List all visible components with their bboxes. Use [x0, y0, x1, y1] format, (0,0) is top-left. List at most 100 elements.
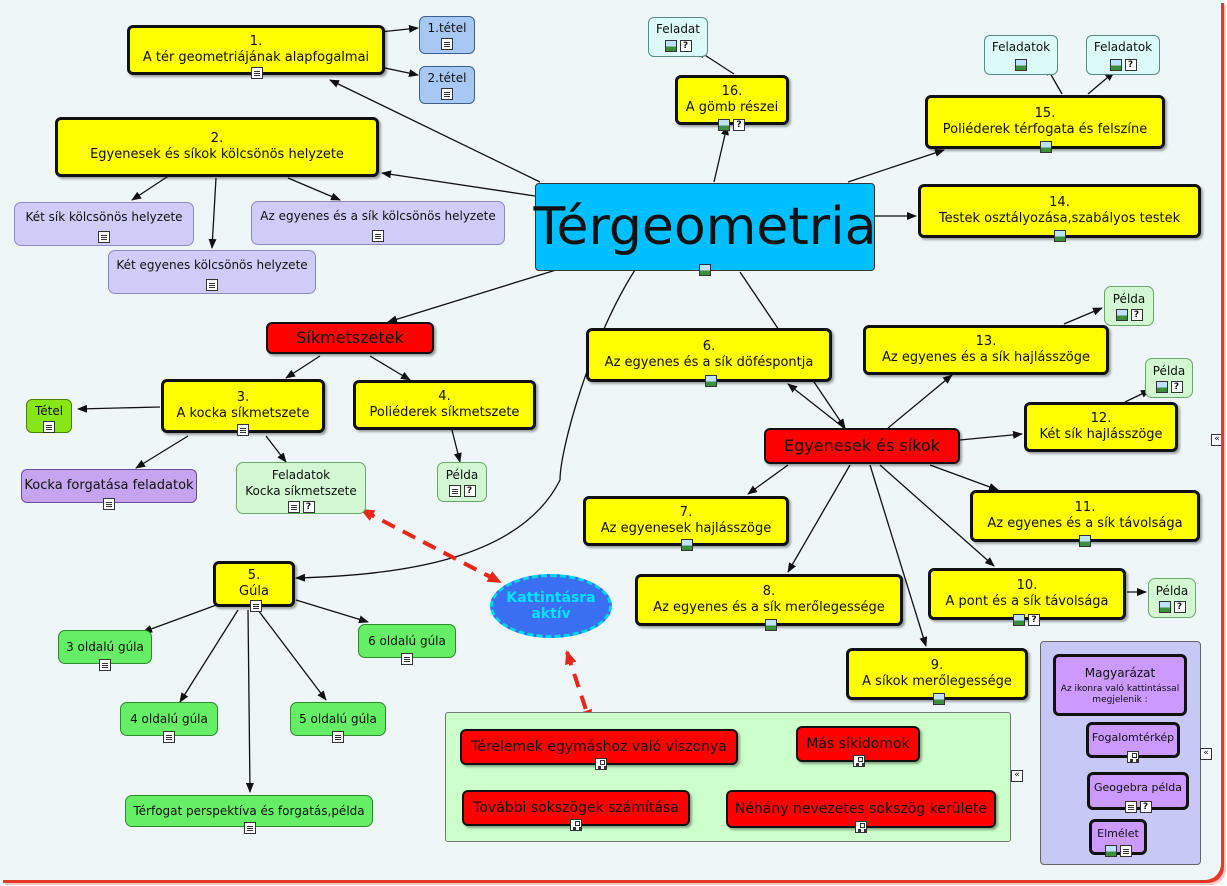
document-icon[interactable] [250, 600, 262, 612]
question-icon[interactable]: ? [463, 485, 476, 497]
feladatok-kocka[interactable]: Feladatok Kocka síkmetszete ? [236, 462, 366, 514]
document-icon[interactable] [99, 659, 111, 671]
collapse-toggle[interactable]: « [1011, 770, 1023, 782]
topic-11[interactable]: 11. Az egyenes és a sík távolsága [970, 490, 1200, 547]
picture-icon[interactable] [705, 375, 717, 387]
gula-4[interactable]: 4 oldalú gúla [120, 702, 218, 743]
map-link-mas-sikidomok[interactable]: Más síkidomok [796, 726, 920, 767]
group-sikmetszetek[interactable]: Síkmetszetek [266, 322, 434, 354]
document-icon [1119, 845, 1132, 857]
document-icon[interactable] [448, 485, 461, 497]
question-icon[interactable]: ? [1028, 614, 1040, 626]
map-link-tovabbi-sokszogek[interactable]: További sokszögek számítása [462, 790, 690, 831]
question-icon[interactable]: ? [1124, 59, 1137, 71]
picture-icon[interactable] [1155, 381, 1168, 393]
topic-1[interactable]: 1. A tér geometriájának alapfogalmai [127, 25, 385, 79]
picture-icon[interactable] [1013, 614, 1025, 626]
question-icon[interactable]: ? [679, 40, 692, 52]
gula-6[interactable]: 6 oldalú gúla [358, 624, 456, 665]
node-label: Két egyenes kölcsönös helyzete [116, 258, 308, 272]
concept-map-icon[interactable] [595, 758, 607, 770]
feladatok-15a[interactable]: Feladatok [984, 35, 1058, 75]
feladat-16[interactable]: Feladat ? [648, 17, 708, 57]
gula-3[interactable]: 3 oldalú gúla [58, 630, 152, 671]
document-icon[interactable] [163, 731, 175, 743]
document-icon[interactable] [98, 231, 110, 243]
topic-13[interactable]: 13. Az egyenes és a sík hajlásszöge [863, 325, 1109, 375]
concept-map-icon[interactable] [570, 819, 582, 831]
picture-icon[interactable] [1158, 601, 1171, 613]
topic-6[interactable]: 6. Az egyenes és a sík döféspontja [586, 328, 832, 387]
topic-number: 1. [249, 34, 263, 49]
document-icon[interactable] [251, 67, 263, 79]
map-link-nevezetes-sokszog[interactable]: Néhány nevezetes sokszög kerülete [726, 790, 996, 833]
group-egyenesek-sikok[interactable]: Egyenesek és síkok [764, 428, 960, 464]
picture-icon[interactable] [1015, 59, 1027, 71]
document-icon[interactable] [441, 38, 453, 50]
node-label: 2.tétel [427, 71, 467, 85]
link-n3-tetel [77, 404, 161, 413]
subtopic-ket-sik[interactable]: Két sík kölcsönös helyzete [14, 202, 194, 246]
topic-9[interactable]: 9. A síkok merőlegessége [846, 648, 1028, 705]
topic-12[interactable]: 12. Két sík hajlásszöge [1024, 402, 1178, 452]
document-icon[interactable] [401, 653, 413, 665]
document-icon[interactable] [441, 88, 453, 100]
gula-5[interactable]: 5 oldalú gúla [290, 702, 386, 743]
topic-4[interactable]: 4. Poliéderek síkmetszete [353, 380, 536, 430]
question-icon[interactable]: ? [1130, 309, 1143, 321]
pelda-12[interactable]: Példa ? [1145, 358, 1193, 398]
document-icon[interactable] [372, 230, 384, 242]
document-icon[interactable] [237, 424, 249, 436]
document-icon[interactable] [206, 279, 218, 291]
picture-icon[interactable] [1109, 59, 1122, 71]
topic-16[interactable]: 16. A gömb részei ? [675, 75, 789, 131]
picture-icon[interactable] [1040, 141, 1052, 153]
concept-map-icon[interactable] [855, 821, 867, 833]
question-icon[interactable]: ? [1173, 601, 1186, 613]
document-icon[interactable] [43, 421, 55, 433]
question-icon[interactable]: ? [1170, 381, 1183, 393]
topic-number: 11. [1074, 500, 1096, 515]
map-link-terelemek[interactable]: Térelemek egymáshoz való viszonya [460, 729, 738, 770]
concept-map-icon[interactable] [853, 755, 865, 767]
picture-icon[interactable] [765, 619, 777, 631]
pelda-13[interactable]: Példa ? [1104, 286, 1154, 326]
topic-7[interactable]: 7. Az egyenesek hajlásszöge [583, 496, 789, 551]
topic-5[interactable]: 5. Gúla [213, 561, 295, 612]
document-icon[interactable] [287, 501, 300, 513]
topic-10[interactable]: 10. A pont és a sík távolsága ? [928, 568, 1126, 626]
topic-number: 12. [1090, 411, 1112, 426]
theorem-2[interactable]: 2.tétel [419, 66, 475, 104]
question-icon[interactable]: ? [733, 119, 745, 131]
topic-3[interactable]: 3. A kocka síkmetszete [161, 379, 325, 436]
subtopic-ket-egyenes[interactable]: Két egyenes kölcsönös helyzete [108, 250, 316, 294]
topic-15[interactable]: 15. Poliéderek térfogata és felszíne [925, 95, 1165, 153]
subtopic-egyenes-sik[interactable]: Az egyenes és a sík kölcsönös helyzete [251, 201, 505, 245]
collapse-toggle[interactable]: « [1211, 434, 1221, 446]
picture-icon[interactable] [1054, 230, 1066, 242]
document-icon[interactable] [103, 498, 115, 510]
picture-icon[interactable] [1079, 535, 1091, 547]
question-icon[interactable]: ? [302, 501, 315, 513]
topic-2[interactable]: 2. Egyenesek és síkok kölcsönös helyzete [55, 117, 379, 177]
topic-8[interactable]: 8. Az egyenes és a sík merőlegessége [635, 574, 903, 631]
theorem-1[interactable]: 1.tétel [419, 16, 475, 54]
document-icon[interactable] [332, 731, 344, 743]
picture-icon[interactable] [1115, 309, 1128, 321]
collapse-toggle[interactable]: « [1200, 748, 1212, 760]
center-topic[interactable]: Térgeometria [534, 183, 876, 276]
picture-icon[interactable] [681, 539, 693, 551]
document-icon[interactable] [244, 822, 256, 834]
picture-icon[interactable] [718, 119, 730, 131]
topic-14[interactable]: 14. Testek osztályozása,szabályos testek [918, 184, 1201, 242]
pelda-4[interactable]: Példa ? [437, 462, 487, 502]
terfogat-perspektiva[interactable]: Térfogat perspektíva és forgatás,példa [125, 795, 373, 834]
pelda-10[interactable]: Példa ? [1148, 578, 1196, 618]
link-n3-feladatok [265, 435, 287, 463]
feladatok-15b[interactable]: Feladatok ? [1086, 35, 1160, 75]
kocka-forgatasa[interactable]: Kocka forgatása feladatok [21, 469, 197, 510]
picture-icon[interactable] [933, 693, 945, 705]
theorem-tetel[interactable]: Tétel [26, 399, 72, 433]
picture-icon[interactable] [699, 264, 711, 276]
picture-icon[interactable] [664, 40, 677, 52]
